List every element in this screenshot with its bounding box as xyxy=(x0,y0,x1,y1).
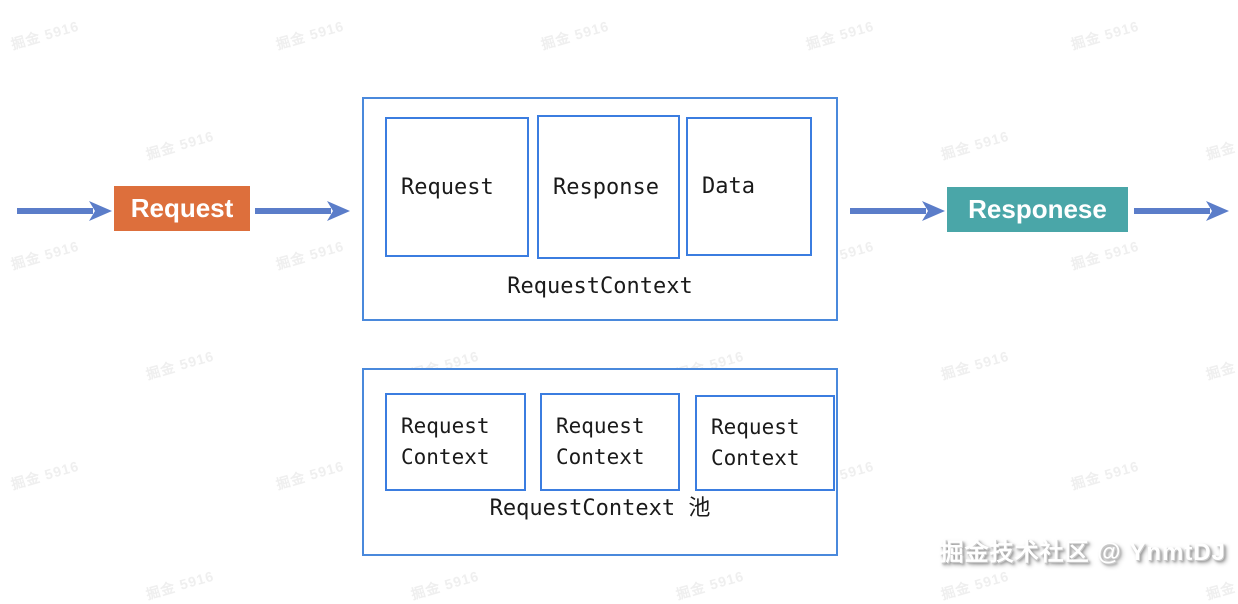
pool-item-3-label: Request Context xyxy=(711,414,800,471)
diagram-canvas: 掘金 5916 掘金 5916 掘金 5916 掘金 5916 掘金 5916 掘金 59… xyxy=(9,17,1238,603)
context-item-request: Request xyxy=(385,117,529,257)
watermark-tile: 掘金 5916 xyxy=(144,127,216,163)
context-item-data-label: Data xyxy=(702,174,755,199)
context-item-response-label: Response xyxy=(553,174,659,200)
watermark-tile: 掘金 5916 xyxy=(1069,17,1141,53)
pool-item-1: Request Context xyxy=(385,393,526,491)
context-item-data: Data xyxy=(686,117,812,256)
arrow-incoming xyxy=(17,201,112,221)
watermark-tile: 掘金 5916 xyxy=(274,457,346,493)
watermark-tile: 掘金 5916 xyxy=(939,347,1011,383)
watermark-tile: 掘金 5916 xyxy=(274,17,346,53)
arrow-context-to-response xyxy=(850,201,945,221)
watermark-tile: 掘金 5916 xyxy=(1204,568,1238,603)
juejin-credit: 掘金技术社区 @ YnmtDJ xyxy=(939,539,1226,566)
watermark-tile: 掘金 5916 xyxy=(409,567,481,603)
arrow-request-to-context xyxy=(255,201,350,221)
watermark-tile: 掘金 5916 xyxy=(144,347,216,383)
request-context-container: Request Response Data RequestContext xyxy=(362,97,838,321)
pool-item-3: Request Context xyxy=(695,395,835,491)
context-item-request-label: Request xyxy=(401,174,494,200)
watermark-tile: 掘金 5916 xyxy=(9,237,81,273)
response-node-label: Responese xyxy=(968,194,1107,224)
watermark-tile: 掘金 5916 xyxy=(9,17,81,53)
watermark-tile: 掘金 5916 xyxy=(144,567,216,603)
watermark-tile: 掘金 5916 xyxy=(939,567,1011,603)
watermark-tile: 掘金 5916 xyxy=(1204,348,1238,383)
watermark-tile: 掘金 5916 xyxy=(274,237,346,273)
pool-caption: RequestContext 池 xyxy=(489,496,711,521)
watermark-tile: 掘金 5916 xyxy=(804,17,876,53)
pool-item-1-label: Request Context xyxy=(401,413,490,470)
request-context-pool-container: Request Context Request Context Request … xyxy=(362,368,838,556)
watermark-tile: 掘金 5916 xyxy=(1204,128,1238,163)
arrow-outgoing xyxy=(1134,201,1229,221)
request-context-caption: RequestContext xyxy=(507,274,693,299)
response-node: Responese xyxy=(947,187,1128,232)
pool-item-2-label: Request Context xyxy=(556,413,645,470)
watermark-tile: 掘金 5916 xyxy=(674,567,746,603)
context-item-response: Response xyxy=(537,115,680,259)
pool-item-2: Request Context xyxy=(540,393,680,491)
watermark-tile: 掘金 5916 xyxy=(9,457,81,493)
watermark-tile: 掘金 5916 xyxy=(1069,237,1141,273)
watermark-tile: 掘金 5916 xyxy=(539,17,611,53)
watermark-tile: 掘金 5916 xyxy=(939,127,1011,163)
watermark-tile: 掘金 5916 xyxy=(1069,457,1141,493)
request-node-label: Request xyxy=(130,193,234,223)
request-node: Request xyxy=(114,186,250,231)
